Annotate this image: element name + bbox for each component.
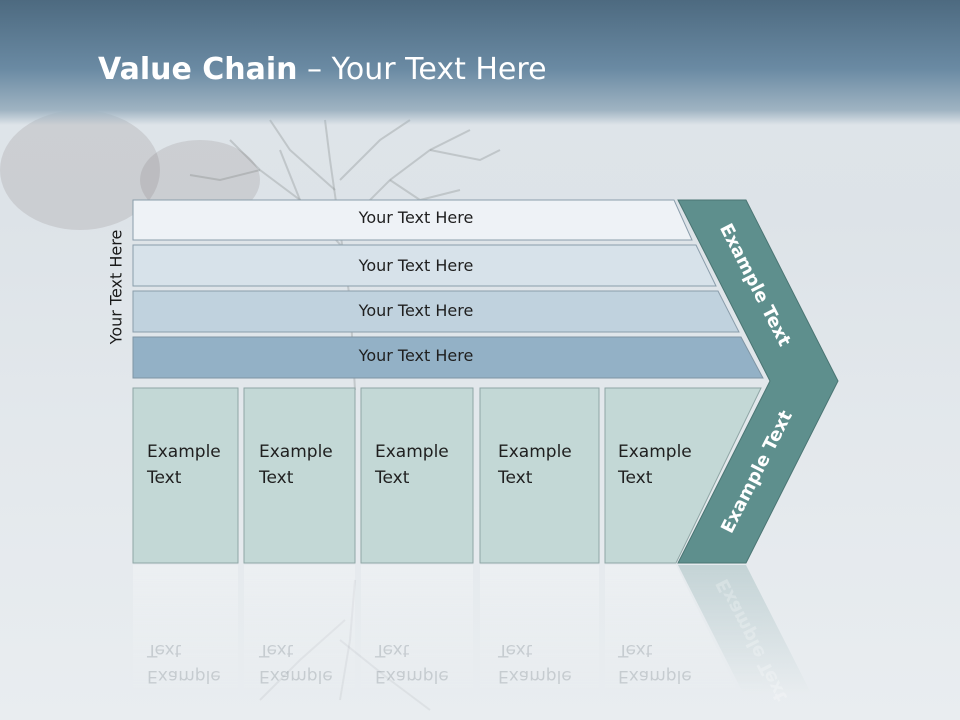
- title-rest: – Your Text Here: [297, 52, 547, 87]
- column-5: [604, 387, 762, 564]
- column-1-reflection-line1: Example: [147, 666, 221, 686]
- column-3-reflection-line2: Text: [375, 640, 410, 660]
- column-2-reflection: Example Text: [259, 637, 349, 689]
- column-5-line1: Example: [618, 442, 692, 462]
- bar-2-label: Your Text Here: [358, 256, 474, 275]
- column-5-line2: Text: [618, 468, 653, 488]
- bar-1: [132, 199, 693, 241]
- bar-3-label: Your Text Here: [358, 301, 474, 320]
- column-3-line1: Example: [375, 442, 449, 462]
- column-4-reflection-line1: Example: [498, 666, 572, 686]
- column-2-reflection-line1: Example: [259, 666, 333, 686]
- column-3-line2: Text: [375, 468, 410, 488]
- bar-3: [132, 290, 740, 333]
- column-1-reflection-line2: Text: [147, 640, 182, 660]
- column-4-line2: Text: [498, 468, 533, 488]
- column-5-reflection-line1: Example: [618, 666, 692, 686]
- column-4: [479, 387, 600, 564]
- column-3-reflection-line1: Example: [375, 666, 449, 686]
- column-3-reflection: Example Text: [375, 637, 465, 689]
- column-3: [360, 387, 474, 564]
- reflection: [133, 565, 812, 695]
- column-2-reflection-line2: Text: [259, 640, 294, 660]
- column-2-line1: Example: [259, 442, 333, 462]
- column-1-line1: Example: [147, 442, 221, 462]
- title-band: [0, 0, 960, 125]
- column-4-reflection: Example Text: [498, 637, 588, 689]
- bar-4: [132, 336, 764, 379]
- column-2: [243, 387, 356, 564]
- column-4-reflection-line2: Text: [498, 640, 533, 660]
- bar-2: [132, 244, 717, 287]
- column-1: [132, 387, 239, 564]
- column-1-reflection: Example Text: [147, 637, 237, 689]
- title-bold: Value Chain: [98, 52, 298, 87]
- column-2-line2: Text: [259, 468, 294, 488]
- bar-4-label: Your Text Here: [358, 346, 474, 365]
- column-5-reflection: Example Text: [618, 637, 708, 689]
- slide-title: Value Chain – Your Text Here: [98, 52, 547, 87]
- column-4-line1: Example: [498, 442, 572, 462]
- column-1-line2: Text: [147, 468, 182, 488]
- bar-1-label: Your Text Here: [358, 208, 474, 227]
- chevron-arrow: [677, 199, 839, 564]
- column-5-reflection-line2: Text: [618, 640, 653, 660]
